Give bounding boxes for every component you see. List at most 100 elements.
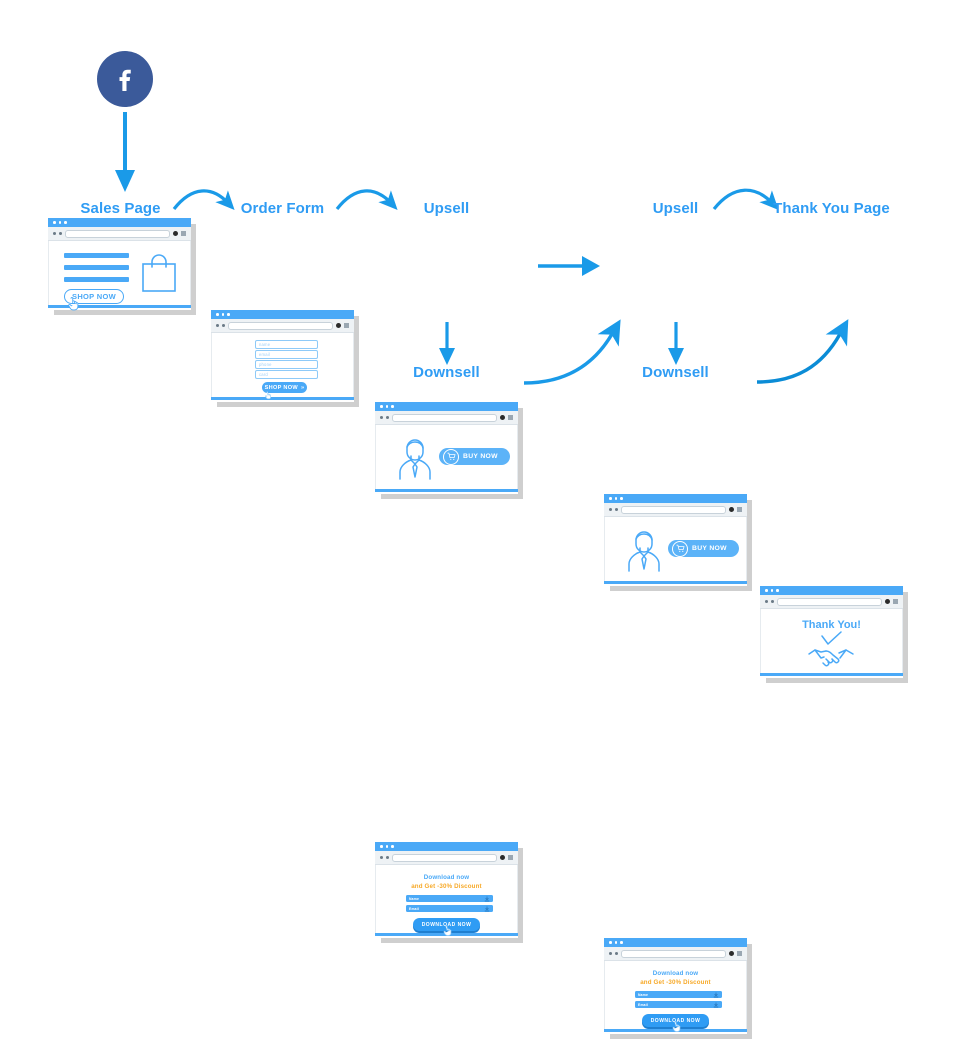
email-field[interactable]: email — [255, 350, 318, 359]
titlebar-dot — [620, 941, 623, 944]
forward-icon[interactable] — [222, 324, 225, 327]
browser-window-downsell-2[interactable]: Download now and Get -30% Discount Name … — [604, 938, 752, 1039]
address-bar[interactable] — [777, 597, 882, 606]
downsell-heading-primary: Download now — [652, 970, 699, 977]
back-icon[interactable] — [216, 324, 219, 327]
titlebar-dot — [227, 313, 230, 316]
downsell-email-field[interactable]: Email — [635, 1001, 722, 1008]
facebook-icon[interactable] — [97, 51, 153, 107]
forward-icon[interactable] — [615, 508, 618, 511]
page-title-sales-page: Sales Page — [80, 200, 161, 217]
window-shadow-right — [354, 316, 359, 407]
page-footer-bar — [375, 489, 518, 492]
menu-icon[interactable] — [508, 855, 513, 860]
menu-icon[interactable] — [737, 951, 742, 956]
browser-window-upsell-1[interactable]: BUY NOW — [375, 402, 523, 499]
address-bar[interactable] — [621, 949, 726, 958]
page-footer-bar — [211, 397, 354, 400]
profile-icon[interactable] — [173, 231, 178, 236]
forward-icon[interactable] — [771, 600, 774, 603]
window-shadow-bottom — [381, 938, 523, 943]
businessman-icon — [628, 531, 660, 572]
page-footer-bar — [604, 581, 747, 584]
browser-window-upsell-2[interactable]: BUY NOW — [604, 494, 752, 591]
titlebar-dot — [776, 589, 779, 592]
address-bar[interactable] — [392, 413, 497, 422]
menu-icon[interactable] — [508, 415, 513, 420]
profile-icon[interactable] — [729, 951, 734, 956]
cursor-pointer-icon — [443, 925, 452, 936]
shop-now-button[interactable]: SHOP NOW — [64, 289, 124, 304]
address-bar[interactable] — [228, 321, 333, 330]
forward-icon[interactable] — [386, 856, 389, 859]
shop-now-button[interactable]: SHOP NOW » — [262, 382, 307, 393]
browser-toolbar[interactable] — [375, 851, 518, 865]
menu-icon[interactable] — [893, 599, 898, 604]
window-shadow-right — [191, 224, 196, 315]
browser-titlebar — [48, 218, 191, 227]
browser-toolbar[interactable] — [760, 595, 903, 609]
back-icon[interactable] — [609, 508, 612, 511]
address-bar[interactable] — [65, 229, 170, 238]
menu-icon[interactable] — [181, 231, 186, 236]
connector-upsell2-to-thankyou — [712, 188, 779, 211]
menu-icon[interactable] — [737, 507, 742, 512]
buy-now-button[interactable]: BUY NOW — [668, 540, 739, 557]
browser-window-sales-page[interactable]: SHOP NOW — [48, 218, 196, 315]
browser-titlebar — [375, 842, 518, 851]
forward-icon[interactable] — [386, 416, 389, 419]
browser-toolbar[interactable] — [48, 227, 191, 241]
shopping-bag-icon — [142, 254, 176, 292]
browser-toolbar[interactable] — [604, 947, 747, 961]
profile-icon[interactable] — [336, 323, 341, 328]
buy-now-button[interactable]: BUY NOW — [439, 448, 510, 465]
shop-now-label: SHOP NOW — [264, 384, 298, 391]
card-field[interactable]: card — [255, 370, 318, 379]
browser-window-thank-you[interactable]: Thank You! — [760, 586, 908, 683]
page-footer-bar — [48, 305, 191, 308]
connector-upsell1-to-upsell2 — [538, 256, 600, 276]
titlebar-dot — [609, 941, 612, 944]
address-bar[interactable] — [392, 853, 497, 862]
name-field[interactable]: name — [255, 340, 318, 349]
back-icon[interactable] — [609, 952, 612, 955]
cursor-pointer-icon — [672, 1021, 681, 1032]
back-icon[interactable] — [765, 600, 768, 603]
download-icon — [484, 905, 490, 911]
forward-icon[interactable] — [615, 952, 618, 955]
page-content-order-form: name email phone card SHOP NOW » — [211, 333, 354, 400]
cursor-pointer-icon — [265, 391, 271, 400]
titlebar-dot — [765, 589, 768, 592]
downsell-name-field[interactable]: Name — [406, 895, 493, 902]
address-bar[interactable] — [621, 505, 726, 514]
back-icon[interactable] — [380, 416, 383, 419]
browser-toolbar[interactable] — [375, 411, 518, 425]
titlebar-dot — [385, 405, 388, 408]
page-title-thank-you: Thank You Page — [773, 200, 890, 217]
browser-window-downsell-1[interactable]: Download now and Get -30% Discount Name … — [375, 842, 523, 943]
connector-upsell1-to-downsell1 — [439, 322, 455, 365]
downsell-name-field[interactable]: Name — [635, 991, 722, 998]
profile-icon[interactable] — [729, 507, 734, 512]
back-icon[interactable] — [53, 232, 56, 235]
profile-icon[interactable] — [500, 855, 505, 860]
shopping-cart-icon — [672, 540, 688, 557]
browser-titlebar — [760, 586, 903, 595]
back-icon[interactable] — [380, 856, 383, 859]
browser-titlebar — [604, 494, 747, 503]
page-content-sales: SHOP NOW — [48, 241, 191, 311]
menu-icon[interactable] — [344, 323, 349, 328]
browser-window-order-form[interactable]: name email phone card SHOP NOW » — [211, 310, 359, 407]
titlebar-dot — [609, 497, 612, 500]
profile-icon[interactable] — [885, 599, 890, 604]
forward-icon[interactable] — [59, 232, 62, 235]
phone-field[interactable]: phone — [255, 360, 318, 369]
titlebar-dot — [385, 845, 388, 848]
buy-now-label: BUY NOW — [463, 453, 498, 460]
window-shadow-bottom — [217, 402, 359, 407]
profile-icon[interactable] — [500, 415, 505, 420]
browser-toolbar[interactable] — [604, 503, 747, 517]
page-title-downsell-2: Downsell — [642, 364, 709, 381]
browser-toolbar[interactable] — [211, 319, 354, 333]
downsell-email-field[interactable]: Email — [406, 905, 493, 912]
